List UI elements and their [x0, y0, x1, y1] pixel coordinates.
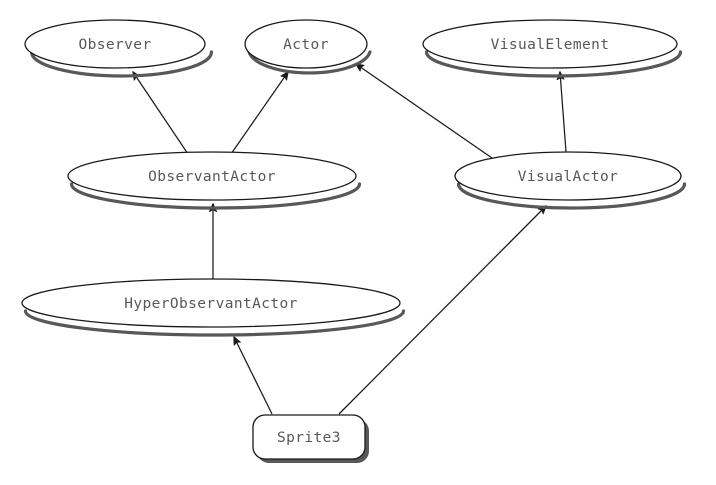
edge-visualactor-actor	[356, 64, 493, 159]
hyper-observant-actor-label: HyperObservantActor	[124, 296, 297, 312]
observer-label: Observer	[78, 37, 151, 53]
observant-actor-ellipse[interactable]	[67, 151, 357, 201]
edge-sprite3-hyperobservantactor	[234, 337, 273, 415]
edge-observantactor-observer	[133, 72, 189, 155]
visual-element-shadow	[424, 50, 683, 78]
visual-element-label: VisualElement	[491, 37, 610, 53]
node-actor[interactable]: Actor	[244, 19, 372, 75]
edge-visualactor-visualelement	[560, 72, 567, 153]
edge-sprite3-visualactor	[338, 206, 546, 415]
edge-layer	[133, 64, 567, 415]
actor-shadow	[247, 50, 372, 75]
node-observant-actor[interactable]: ObservantActor	[67, 151, 362, 210]
node-sprite3[interactable]: Sprite3	[252, 414, 369, 463]
sprite3-rect[interactable]	[252, 414, 366, 460]
observant-actor-shadow	[69, 182, 362, 210]
actor-label: Actor	[283, 37, 329, 53]
node-hyper-observant-actor[interactable]: HyperObservantActor	[21, 278, 406, 337]
edge-observantactor-actor	[230, 72, 288, 155]
visual-actor-shadow	[456, 182, 687, 210]
visual-element-ellipse[interactable]	[422, 19, 678, 69]
observer-ellipse[interactable]	[24, 19, 206, 69]
node-visual-actor[interactable]: VisualActor	[454, 151, 687, 210]
hyper-observant-actor-shadow	[23, 309, 406, 337]
node-visual-element[interactable]: VisualElement	[422, 19, 683, 78]
observer-shadow	[29, 50, 214, 78]
visual-actor-label: VisualActor	[518, 169, 618, 185]
hyper-observant-actor-ellipse[interactable]	[21, 278, 401, 328]
actor-ellipse[interactable]	[244, 19, 368, 69]
observant-actor-label: ObservantActor	[148, 169, 276, 185]
node-observer[interactable]: Observer	[24, 19, 214, 78]
sprite3-label: Sprite3	[277, 430, 341, 446]
visual-actor-ellipse[interactable]	[454, 151, 682, 201]
